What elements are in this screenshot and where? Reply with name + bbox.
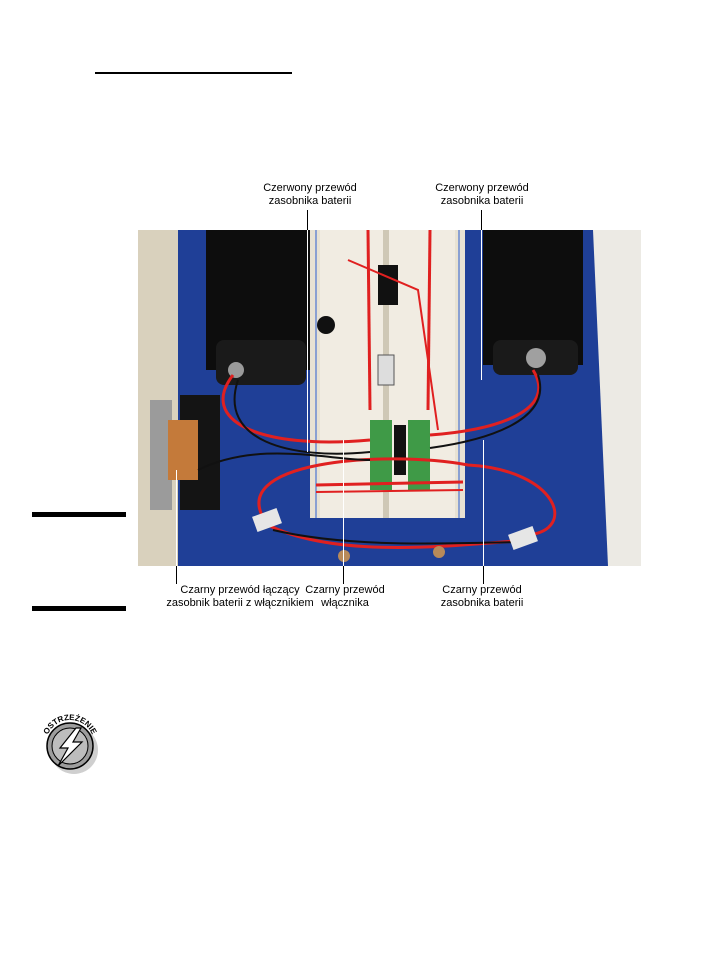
caption-line: Czarny przewód łączący (180, 584, 300, 596)
caption-line: Czarny przewód (442, 584, 522, 596)
figure-margin-rule-bottom (32, 606, 126, 611)
leader-line-bottom-mid (343, 566, 344, 584)
lightning-bolt-icon: OSTRZEŻENIE (42, 713, 99, 774)
caption-line: Czerwony przewód (263, 182, 357, 194)
caption-black-wire-connecting: Czarny przewód łączący zasobnik baterii … (165, 584, 315, 610)
leader-line-top-left (307, 210, 308, 230)
leader-line-photo-top-right (481, 230, 482, 380)
caption-red-wire-right: Czerwony przewód zasobnika baterii (422, 182, 542, 208)
leader-line-top-right (481, 210, 482, 230)
warning-icon: OSTRZEŻENIE (36, 708, 104, 776)
leader-line-photo-top-left (307, 230, 308, 452)
caption-line: zasobnik baterii z włącznikiem (166, 597, 314, 609)
caption-line: zasobnika baterii (440, 195, 524, 207)
circuit-photo (138, 230, 641, 566)
leader-line-photo-bottom-right (483, 440, 484, 566)
leader-line-bottom-right (483, 566, 484, 584)
caption-line: zasobnika baterii (268, 195, 352, 207)
caption-line: zasobnika baterii (440, 597, 524, 609)
circuit-photo-illustration (138, 230, 641, 566)
caption-black-wire-switch: Czarny przewód włącznika (290, 584, 400, 610)
caption-line: włącznika (321, 597, 369, 609)
header-rule (95, 72, 292, 74)
figure-margin-rule-top (32, 512, 126, 517)
leader-line-photo-bottom-mid (343, 440, 344, 566)
leader-line-photo-bottom-left (176, 470, 177, 566)
leader-line-bottom-left (176, 566, 177, 584)
caption-black-wire-battery: Czarny przewód zasobnika baterii (427, 584, 537, 610)
caption-red-wire-left: Czerwony przewód zasobnika baterii (250, 182, 370, 208)
caption-line: Czerwony przewód (435, 182, 529, 194)
caption-line: Czarny przewód (305, 584, 385, 596)
